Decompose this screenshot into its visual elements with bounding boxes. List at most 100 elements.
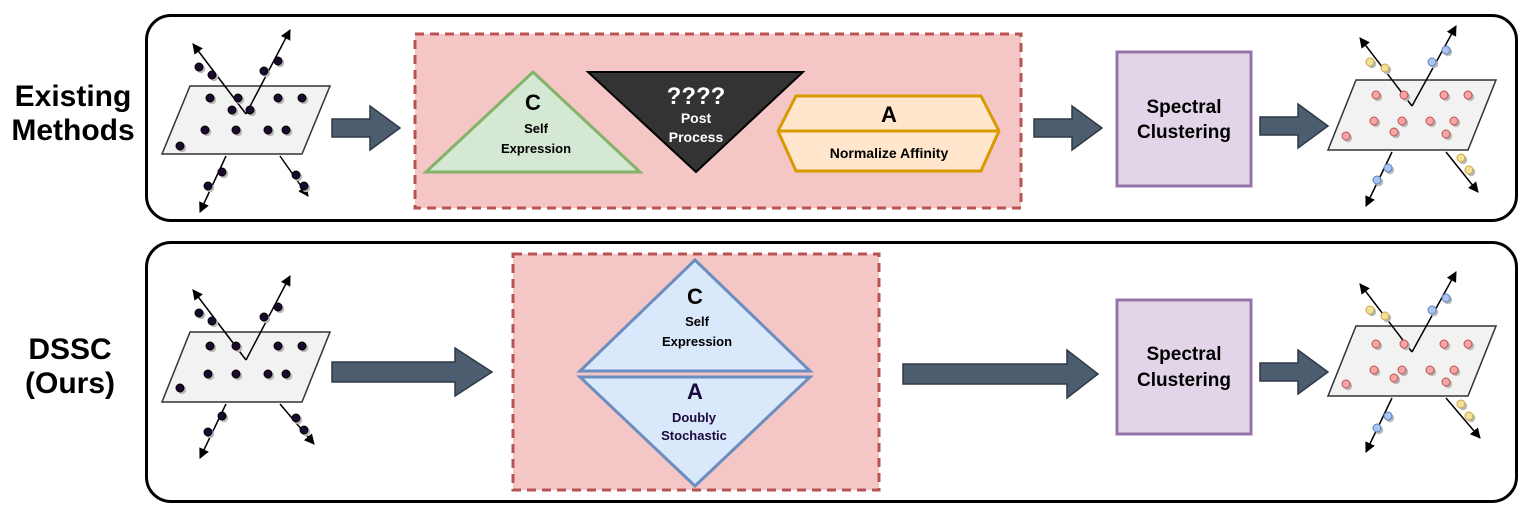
top-spectral-line1: Spectral <box>1147 97 1222 118</box>
top-output-blue-points <box>1372 45 1453 187</box>
top-input-points <box>175 56 311 193</box>
data-point <box>231 125 241 135</box>
data-point <box>227 105 237 115</box>
data-point <box>259 312 269 322</box>
data-point <box>203 427 213 437</box>
data-point <box>263 125 273 135</box>
data-point <box>1464 165 1474 175</box>
bottom-output-plane <box>1326 325 1498 397</box>
bottom-output-red-points <box>1341 339 1475 391</box>
self-expression-symbol: C <box>525 90 541 115</box>
data-point <box>207 70 217 80</box>
data-point <box>233 93 243 103</box>
bottom-input-plane <box>160 331 332 403</box>
data-point <box>1380 311 1390 321</box>
bottom-doubly-stochastic-triangle <box>576 375 814 489</box>
data-point <box>175 141 185 151</box>
data-point <box>273 302 283 312</box>
bottom-input-subspace-icon <box>160 275 332 459</box>
bottom-spectral-clustering-block: Spectral Clustering <box>1115 298 1253 436</box>
normalize-symbol: A <box>881 102 897 127</box>
bottom-row-label-line1: DSSC <box>28 333 112 366</box>
data-point <box>203 369 213 379</box>
data-point <box>291 170 301 180</box>
post-process-line1: Post <box>681 110 712 126</box>
data-point <box>263 369 273 379</box>
bottom-output-axis-4 <box>1445 397 1481 439</box>
data-point <box>1463 90 1473 100</box>
data-point <box>281 369 291 379</box>
data-point <box>1380 63 1390 73</box>
data-point <box>299 425 309 435</box>
top-output-plane <box>1326 79 1498 151</box>
bottom-spectral-line2: Clustering <box>1137 370 1231 391</box>
bottom-row-label-line2: (Ours) <box>25 367 115 400</box>
data-point <box>273 93 283 103</box>
data-point <box>217 167 227 177</box>
data-point <box>281 125 291 135</box>
top-self-expression-block: C Self Expression <box>422 69 644 174</box>
data-point <box>1365 305 1375 315</box>
top-spectral-line2: Clustering <box>1137 122 1231 143</box>
bottom-self-expression-line1: Self <box>685 314 710 329</box>
top-output-subspace-icon <box>1326 25 1498 207</box>
data-point <box>1427 305 1437 315</box>
bottom-doubly-line2: Stochastic <box>661 428 727 443</box>
top-input-axis-3 <box>199 155 227 213</box>
data-point <box>1439 339 1449 349</box>
top-row-label-line1: Existing <box>14 80 132 113</box>
self-expression-triangle <box>422 69 644 174</box>
data-point <box>297 341 307 351</box>
bottom-doubly-symbol: A <box>687 379 703 404</box>
data-point <box>259 66 269 76</box>
post-process-line2: Process <box>669 129 724 145</box>
bottom-row-label: DSSC (Ours) <box>0 333 140 401</box>
bottom-arrow-process-to-spectral <box>902 348 1100 400</box>
bottom-arrow-spectral-to-output <box>1259 349 1329 395</box>
data-point <box>1389 373 1399 383</box>
data-point <box>1399 90 1409 100</box>
data-point <box>1371 339 1381 349</box>
data-point <box>1464 411 1474 421</box>
data-point <box>1441 377 1451 387</box>
bottom-output-subspace-icon <box>1326 271 1498 453</box>
data-point <box>1389 127 1399 137</box>
data-point <box>1397 365 1407 375</box>
top-output-axis-4 <box>1445 151 1479 193</box>
data-point <box>1369 116 1379 126</box>
data-point <box>231 369 241 379</box>
data-point <box>245 105 255 115</box>
data-point <box>1369 365 1379 375</box>
data-point <box>1399 339 1409 349</box>
data-point <box>1365 57 1375 67</box>
top-input-plane <box>160 85 332 155</box>
self-expression-line1: Self <box>524 121 549 136</box>
bottom-output-blue-points <box>1372 293 1453 435</box>
bottom-self-expression-triangle <box>576 257 814 373</box>
bottom-input-points <box>175 302 311 439</box>
top-spectral-clustering-block: Spectral Clustering <box>1115 50 1253 188</box>
post-process-symbol: ???? <box>667 83 726 110</box>
bottom-arrow-input-to-process <box>331 346 494 398</box>
bottom-doubly-line1: Doubly <box>672 410 717 425</box>
bottom-self-expression-line2: Expression <box>662 334 732 349</box>
top-row-label: Existing Methods <box>3 80 143 148</box>
data-point <box>1456 153 1466 163</box>
data-point <box>231 341 241 351</box>
data-point <box>1371 90 1381 100</box>
data-point <box>1449 365 1459 375</box>
top-row-label-line2: Methods <box>11 114 135 147</box>
data-point <box>1397 116 1407 126</box>
data-point <box>1372 175 1382 185</box>
bottom-doubly-stochastic-block: A Doubly Stochastic <box>576 375 814 489</box>
top-spectral-box <box>1115 50 1253 188</box>
bottom-self-expression-block: C Self Expression <box>576 257 814 373</box>
data-point <box>299 181 309 191</box>
data-point <box>205 341 215 351</box>
data-point <box>1383 163 1393 173</box>
top-input-subspace-icon <box>160 29 332 213</box>
top-output-red-points <box>1341 90 1475 143</box>
bottom-spectral-line1: Spectral <box>1147 344 1222 365</box>
data-point <box>1425 365 1435 375</box>
